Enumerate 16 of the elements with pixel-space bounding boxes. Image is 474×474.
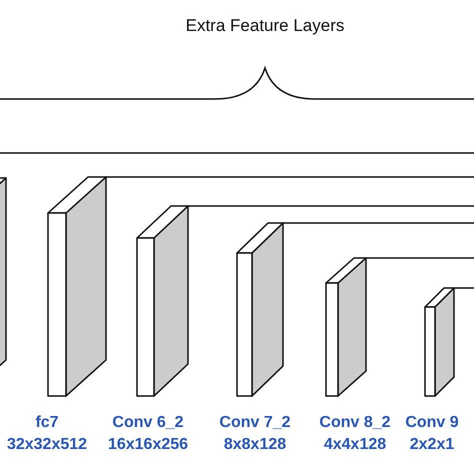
layer-name: Conv 9 <box>405 414 459 432</box>
layer-name: Conv 8_2 <box>319 414 391 432</box>
layer-size: 4x4x128 <box>324 436 386 454</box>
heading-text: Extra Feature Layers <box>186 16 344 36</box>
connector-line <box>188 205 474 207</box>
layer-name: fc7 <box>35 414 59 432</box>
connector-line <box>283 222 474 224</box>
layer-size: 2x2x1 <box>410 436 454 454</box>
layer-size: 8x8x128 <box>224 436 286 454</box>
layer-size: 16x16x256 <box>108 436 188 454</box>
layer-name: Conv 7_2 <box>219 414 291 432</box>
layer-name: Conv 6_2 <box>112 414 184 432</box>
connector-line <box>106 176 474 178</box>
connector-line <box>366 257 474 259</box>
layer-size: 32x32x512 <box>6 436 88 454</box>
connector-line <box>454 287 474 289</box>
